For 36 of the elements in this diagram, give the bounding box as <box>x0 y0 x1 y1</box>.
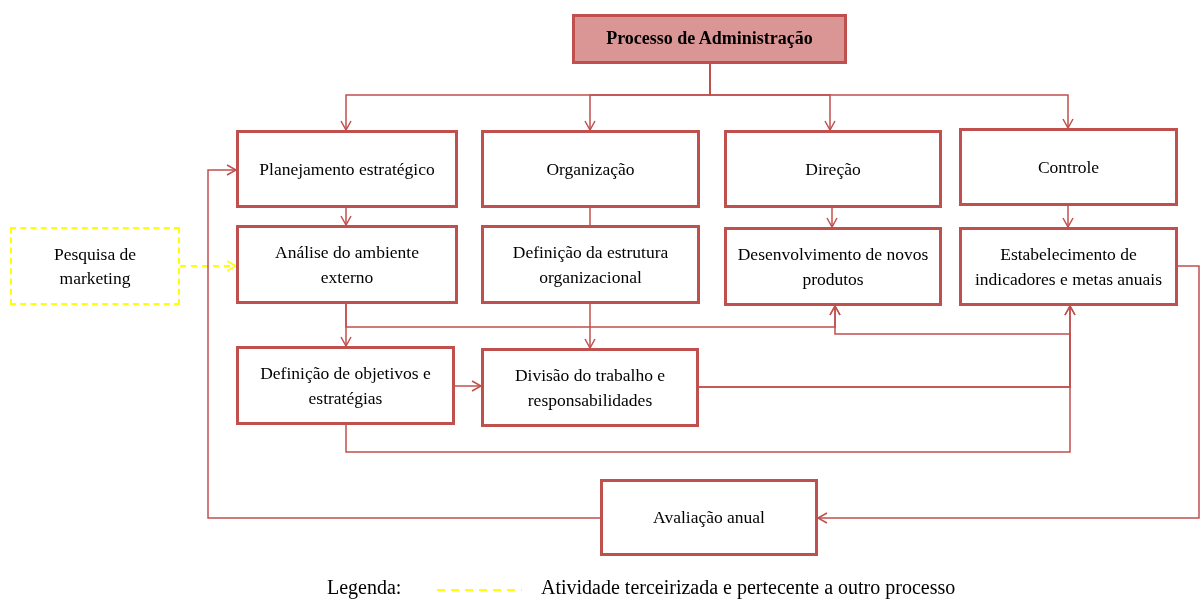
arrow <box>179 260 237 272</box>
node-text: Organização <box>546 157 635 181</box>
node-text: Definição de objetivos e estratégias <box>259 362 432 410</box>
process-box <box>959 227 1178 306</box>
process-box <box>236 225 458 304</box>
arrow <box>340 207 352 226</box>
node-text: Avaliação anual <box>653 506 765 530</box>
node-text: Controle <box>1037 155 1100 179</box>
node-text: Definição da estrutura organizacional <box>511 241 670 289</box>
node-text: Planejamento estratégico <box>259 157 435 181</box>
process-box <box>959 128 1178 206</box>
process-box <box>481 225 700 304</box>
arrow <box>1062 205 1074 228</box>
process-box <box>236 130 458 208</box>
process-box <box>236 346 455 425</box>
arrow <box>817 265 1200 524</box>
node-text: Processo de Administração <box>606 27 813 51</box>
process-box <box>600 479 818 556</box>
process-box <box>724 227 942 306</box>
dashed-box <box>10 227 180 305</box>
process-box <box>481 348 699 427</box>
process-box <box>481 130 700 208</box>
node-text: Desenvolvimento de novos produtos <box>736 243 930 291</box>
arrow <box>584 303 596 349</box>
legend-title: Legenda: <box>327 576 402 599</box>
node-text: Estabelecimento de indicadores e metas anuais <box>973 243 1164 291</box>
arrow <box>826 207 838 228</box>
arrow <box>207 164 601 519</box>
node-text: Direção <box>805 157 861 181</box>
legend-text: Atividade terceirizada e pertecente a outro processo <box>541 576 956 599</box>
node-text: Pesquisa de marketing <box>52 242 138 290</box>
arrow <box>454 380 482 392</box>
node-text: Análise do ambiente externo <box>274 241 420 289</box>
title-box <box>572 14 847 64</box>
process-box <box>724 130 942 208</box>
node-text: Divisão do trabalho e responsabilidades <box>513 364 667 412</box>
